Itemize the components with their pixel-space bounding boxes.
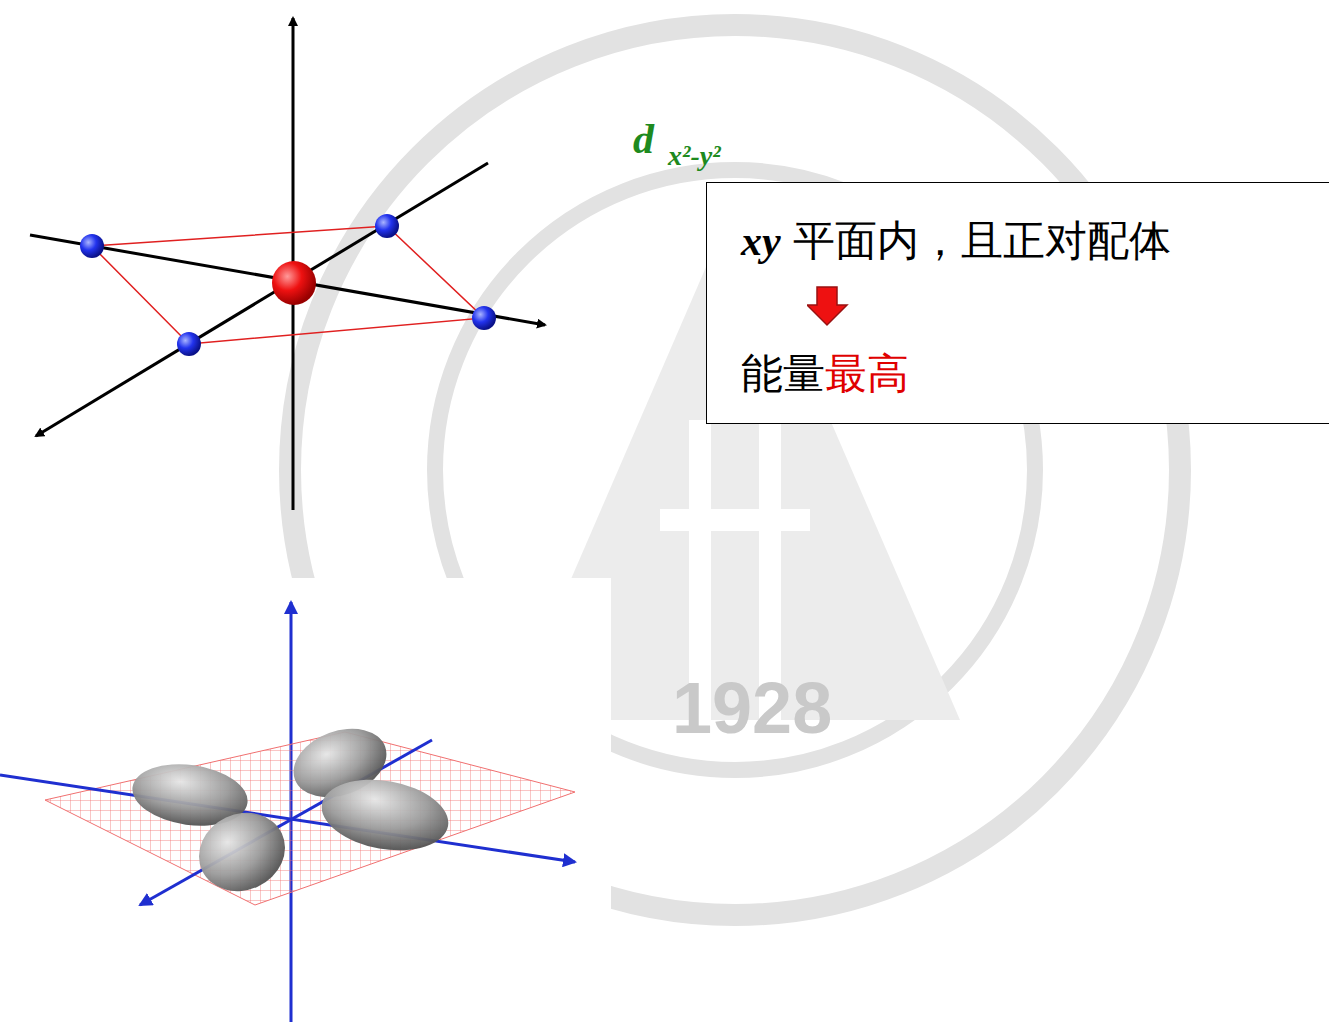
info-box: xy 平面内，且正对配体能量最高 (706, 182, 1329, 424)
down-arrow (807, 283, 867, 333)
box-text: 平面内，且正对配体 (793, 220, 1171, 262)
box-text: xy (741, 220, 781, 262)
box-text: 最高 (825, 353, 909, 395)
box-text: 能量 (741, 353, 825, 395)
watermark-year: 1928 (672, 672, 832, 744)
orbital-subscript: x²-y² (668, 142, 721, 170)
orbital-symbol: d (633, 118, 654, 160)
